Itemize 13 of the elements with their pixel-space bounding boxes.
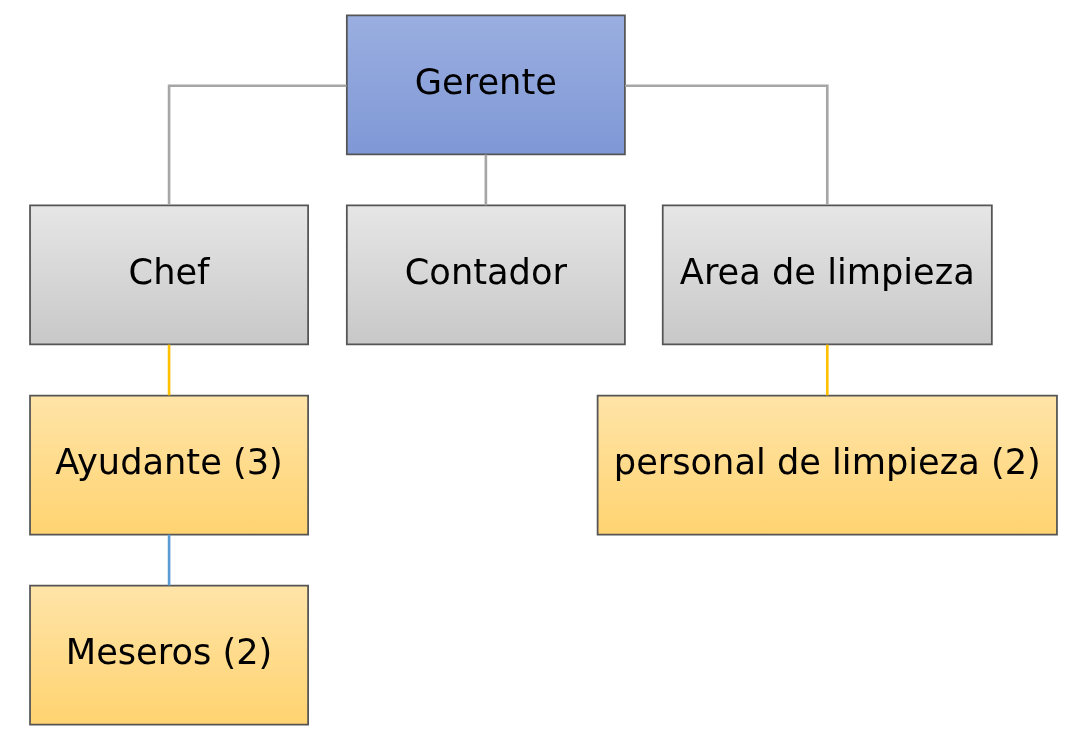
node-box: Chef xyxy=(29,204,309,346)
connector xyxy=(167,84,347,206)
connector xyxy=(625,84,829,206)
node-box: Area de limpieza xyxy=(661,204,993,346)
node-box: Meseros (2) xyxy=(29,584,309,726)
node-box: Ayudante (3) xyxy=(29,394,309,536)
connector xyxy=(825,344,829,396)
connector xyxy=(167,534,171,586)
node-box: Gerente xyxy=(345,14,626,156)
connector xyxy=(167,344,171,396)
node-box: Contador xyxy=(345,204,626,346)
connector xyxy=(484,154,488,206)
node-box: personal de limpieza (2) xyxy=(596,394,1058,536)
